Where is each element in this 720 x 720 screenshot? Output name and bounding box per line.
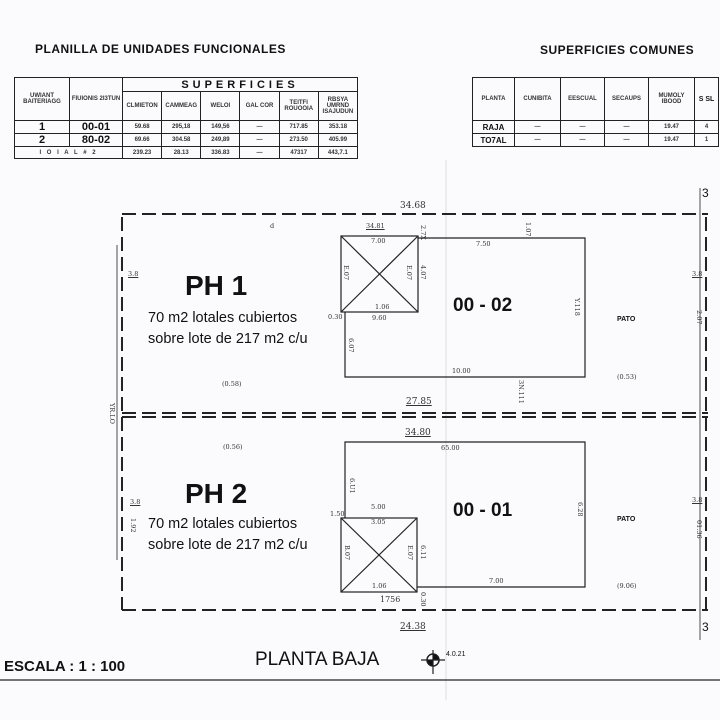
header-unit: UWIANT BAITERIAGG [14, 77, 70, 121]
patio-label: PATO [617, 316, 636, 323]
cell: 239.23 [121, 146, 163, 159]
common-table: PLANTA CUNIBITA EESCUAL SECAUPS MUMOLY I… [472, 77, 719, 147]
dimension-label: 1.50 [330, 510, 345, 518]
dimension-label: 3.8 [692, 270, 703, 278]
dimension-label: 1.06 [372, 582, 387, 590]
dimension-label: 34.80 [405, 428, 431, 438]
dimension-label: d [270, 222, 275, 230]
units-table: UWIANT BAITERIAGG FIUIONIS 2I3TUN SUPERF… [14, 77, 359, 159]
dimension-label: 1.92 [129, 518, 137, 533]
dimension-label: B.07 [343, 545, 351, 561]
section-marker: 3 [702, 186, 709, 200]
unit-00-02-outline [340, 235, 586, 378]
dimension-label: 1756 [380, 595, 401, 604]
dimension-label: 5.00 [371, 503, 386, 511]
dimension-label: 9.60 [372, 314, 387, 322]
dimension-label: 6.U1 [348, 478, 356, 494]
dimension-label: 6.28 [576, 502, 584, 517]
subheader: TEITFI ROUOOIA [278, 91, 319, 121]
dimension-label: E.07 [405, 265, 413, 281]
header-uf: FIUIONIS 2I3TUN [69, 77, 123, 121]
stair-void-upper [340, 235, 419, 313]
stair-void-lower [340, 517, 418, 593]
dimension-label: 3N.111 [517, 380, 525, 404]
cell: 1 [694, 133, 719, 147]
dimension-label: (0.58) [222, 380, 242, 388]
ph1-desc-2: sobre lote de 217 m2 c/u [148, 331, 308, 347]
north-symbol-icon [421, 650, 445, 674]
dimension-label: 3.8 [130, 498, 141, 506]
dimension-label: 3.05 [371, 518, 386, 526]
dimension-label: E.07 [342, 265, 350, 281]
dimension-label: 7.50 [476, 240, 491, 248]
dimension-label: 0.30 [328, 313, 343, 321]
ph2-title: PH 2 [185, 478, 248, 509]
table-row: 1 00-01 59.68 295,18 149,56 — 717.85 353… [14, 120, 359, 134]
patio-label: PATO [617, 516, 636, 523]
dimension-label: 1.06 [375, 303, 390, 311]
ph2-desc-2: sobre lote de 217 m2 c/u [148, 537, 308, 553]
ph1-title: PH 1 [185, 270, 248, 301]
cell: 443,7.1 [317, 146, 359, 159]
dimension-label: 27.85 [406, 397, 432, 407]
unit-label-00-02: 00 - 02 [453, 295, 513, 316]
dimension-label: 65.00 [441, 444, 460, 452]
dimension-label: 01.36 [695, 520, 703, 539]
total-row: I O I A L # 2 239.23 28.13 336.83 — 4731… [14, 146, 359, 159]
dimension-label: 4.07 [419, 265, 427, 280]
dimension-label: E.07 [406, 545, 414, 561]
dimension-label: 2.7X [419, 225, 427, 240]
ph2-desc-1: 70 m2 lotales cubiertos [148, 516, 298, 532]
subheader: WELOI [200, 91, 241, 121]
cell: — [239, 146, 280, 159]
unit-label-00-01: 00 - 01 [453, 500, 513, 521]
dimension-label: 6.11 [419, 545, 427, 560]
dimension-label: YR.LO [108, 403, 116, 424]
dimension-label: Y.118 [573, 298, 581, 316]
section-marker: 3 [702, 620, 709, 634]
dimension-label: 34.68 [400, 201, 426, 211]
dimension-label: 34.81 [366, 222, 385, 230]
dimension-label: 2.07 [695, 310, 703, 325]
reference-label: 4.0.21 [446, 651, 466, 658]
table-row: RAJA — — — 19.47 4 [472, 120, 719, 134]
dimension-label: 7.00 [371, 237, 386, 245]
ph1-desc-1: 70 m2 lotales cubiertos [148, 310, 298, 326]
plan-title: PLANTA BAJA [255, 649, 380, 670]
unit-00-01-outline [340, 441, 586, 593]
dimension-label: 1.07 [524, 222, 532, 237]
lot-boundary [121, 213, 708, 611]
dimension-label: 24.38 [400, 622, 426, 632]
header: EESCUAL [560, 77, 605, 121]
dimension-label: (0.56) [223, 443, 243, 451]
dimension-label: 3.8 [692, 496, 703, 504]
dimension-label: 0.30 [419, 592, 427, 607]
header: CUNIBITA [514, 77, 561, 121]
scale-label: ESCALA : 1 : 100 [4, 658, 126, 675]
dimension-label: 6.07 [347, 338, 355, 353]
subheader: RBSYA UMRND ISAJUDUN [317, 91, 359, 121]
dimension-label: 7.00 [489, 577, 504, 585]
dimension-label: 3.8 [128, 270, 139, 278]
header: PLANTA [472, 77, 515, 121]
dimension-label: 10.00 [452, 367, 471, 375]
dimension-label: (0.53) [617, 373, 637, 381]
table-row: TO7AL — — — 19.47 1 [472, 133, 719, 147]
common-table-title: SUPERFICIES COMUNES [540, 43, 695, 57]
units-table-title: PLANILLA DE UNIDADES FUNCIONALES [35, 42, 286, 56]
dimension-label: (9.06) [617, 582, 637, 590]
